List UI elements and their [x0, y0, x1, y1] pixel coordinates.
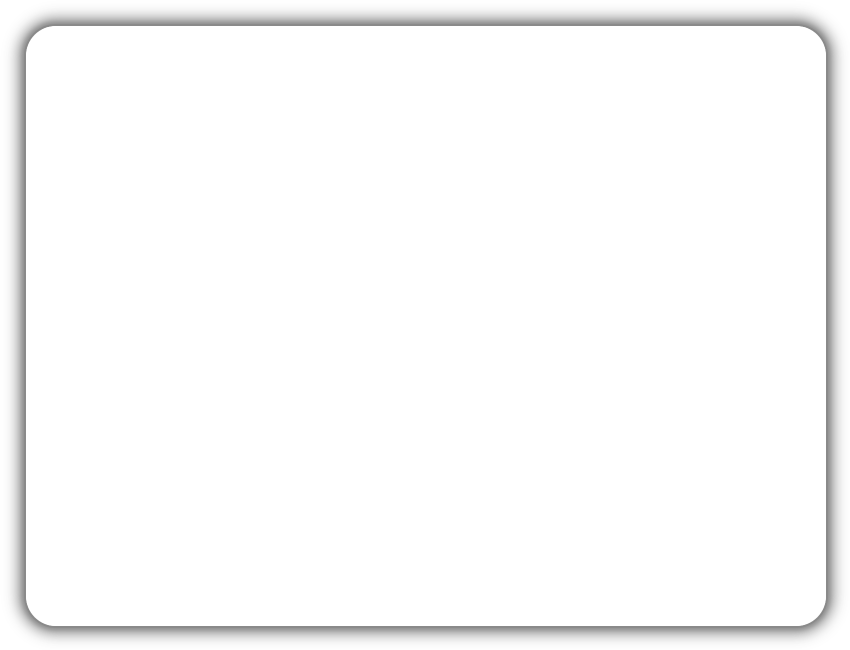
empty-content-area: [26, 26, 826, 626]
blank-window-panel: [26, 26, 826, 626]
